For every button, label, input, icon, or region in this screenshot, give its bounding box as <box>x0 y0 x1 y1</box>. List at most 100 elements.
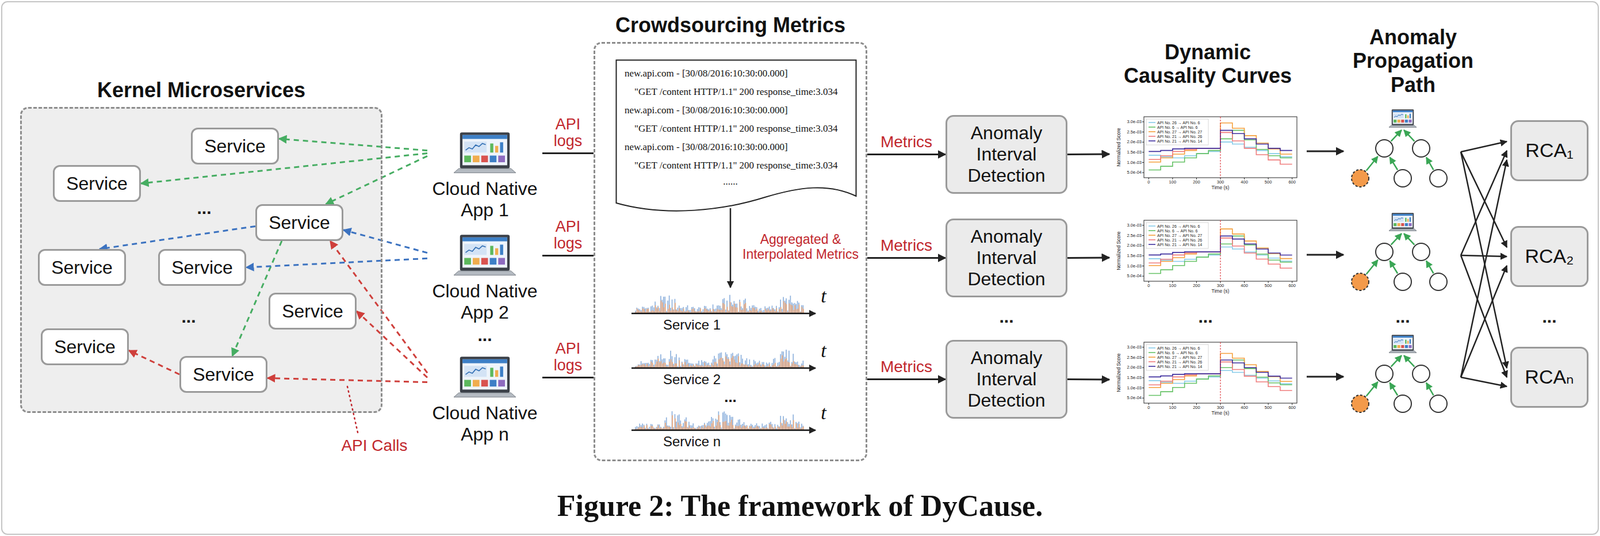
tile-glyph <box>1397 345 1401 348</box>
log-line: "GET /content HTTP/1.1" 200 response_tim… <box>634 86 838 98</box>
metric-bar <box>766 424 768 431</box>
metric-bar <box>774 357 776 369</box>
tick-mark <box>1142 346 1144 348</box>
metric-series <box>634 411 805 431</box>
service-node <box>1429 273 1448 291</box>
metric-bar <box>636 307 638 314</box>
metric-bar <box>792 353 794 369</box>
metric-bar <box>668 304 671 314</box>
metric-bar <box>690 425 692 431</box>
metric-bar <box>748 305 750 314</box>
laptop-screen <box>1391 212 1414 229</box>
flow-connector <box>542 254 594 257</box>
metric-bar <box>795 304 797 314</box>
metric-bar <box>684 420 686 431</box>
metric-bar <box>718 359 720 369</box>
metric-bar <box>698 307 700 314</box>
document-shape <box>615 59 857 214</box>
metric-bar <box>779 299 782 314</box>
box-label: Service <box>204 135 266 158</box>
metric-bar <box>707 362 710 369</box>
metric-bar <box>714 361 716 369</box>
metric-bar <box>781 423 783 431</box>
service-node <box>1394 273 1412 291</box>
chart-text: 1.5e-03 <box>1115 253 1142 259</box>
metric-bar <box>737 356 740 369</box>
tick-mark <box>1142 387 1144 389</box>
laptop-base <box>453 270 516 276</box>
metric-bar <box>674 303 676 314</box>
metric-bar <box>790 420 792 431</box>
chart-text: Time (s) <box>1211 184 1230 191</box>
propagation-arrow <box>1389 157 1398 170</box>
metric-bar <box>735 362 737 369</box>
metric-bar <box>693 308 695 314</box>
metric-bar <box>759 362 761 369</box>
metric-bar <box>686 421 688 431</box>
tick-mark <box>1142 245 1144 247</box>
rca-box: RCA₂ <box>1510 226 1589 287</box>
metric-bar <box>675 421 677 431</box>
box-label: Service <box>54 336 116 358</box>
tile-glyph <box>1401 119 1404 123</box>
ellipsis: ... <box>998 307 1014 328</box>
legend-sample <box>1148 121 1156 124</box>
metric-bar <box>729 361 731 369</box>
tile-glyph <box>498 155 505 163</box>
metric-bar <box>643 307 645 314</box>
chart-text: 0 <box>1147 282 1150 289</box>
metric-bar <box>736 303 738 314</box>
chart-text: Time (s) <box>1211 410 1230 416</box>
metric-bar <box>746 425 748 431</box>
metric-bar <box>685 417 687 431</box>
chart-text: API No. 27 → API No. 27 <box>1157 232 1203 239</box>
metric-bar <box>685 307 687 314</box>
metric-bar <box>784 357 786 369</box>
metric-bar <box>740 306 742 314</box>
metric-bar <box>646 308 648 314</box>
plot-frame <box>1143 220 1297 282</box>
metric-bar <box>715 358 717 369</box>
tile-glyph <box>1397 119 1401 123</box>
legend-sample <box>1148 131 1156 133</box>
metric-bar <box>716 419 718 431</box>
metric-bar <box>719 422 721 431</box>
api-call-arrow <box>325 155 428 205</box>
edge-label: API logs <box>547 115 589 150</box>
chart-text: 2.0e-03 <box>1115 364 1142 371</box>
tile-glyph <box>1408 119 1412 123</box>
metric-bar <box>790 424 792 431</box>
metric-bar <box>644 308 646 314</box>
metric-bar <box>789 362 791 369</box>
metric-bar <box>659 361 661 369</box>
metric-bar <box>756 363 758 369</box>
metric-bar <box>771 423 773 431</box>
metric-bar <box>737 353 740 369</box>
plot-frame <box>1143 116 1297 178</box>
metric-bar <box>776 308 778 314</box>
metric-bar <box>733 359 736 369</box>
metric-bar <box>671 362 673 369</box>
metric-bar <box>728 358 730 369</box>
metric-bar <box>768 362 771 369</box>
panel-heading: Crowdsourcing Metrics <box>595 13 866 37</box>
metric-bar <box>746 308 748 314</box>
laptop-screen <box>460 234 510 271</box>
metric-bar <box>736 362 738 369</box>
flow-connector <box>867 153 946 156</box>
chart-text: API No. 21 → API No. 26 <box>1157 237 1203 243</box>
annotation: Service 1 <box>663 316 721 333</box>
propagation-tree <box>1351 212 1448 291</box>
metric-bar <box>788 299 790 314</box>
metric-bar <box>684 361 686 369</box>
metric-bar <box>794 303 796 314</box>
metric-bar <box>692 423 694 431</box>
metric-bar <box>802 305 805 314</box>
anomaly-marker <box>1219 342 1221 404</box>
screen-header <box>462 135 508 140</box>
chart-panel <box>464 243 487 255</box>
metric-bar <box>715 308 717 314</box>
chart-line <box>1394 339 1404 343</box>
box-label: RCAₙ <box>1524 365 1574 389</box>
metric-bar <box>651 424 653 431</box>
